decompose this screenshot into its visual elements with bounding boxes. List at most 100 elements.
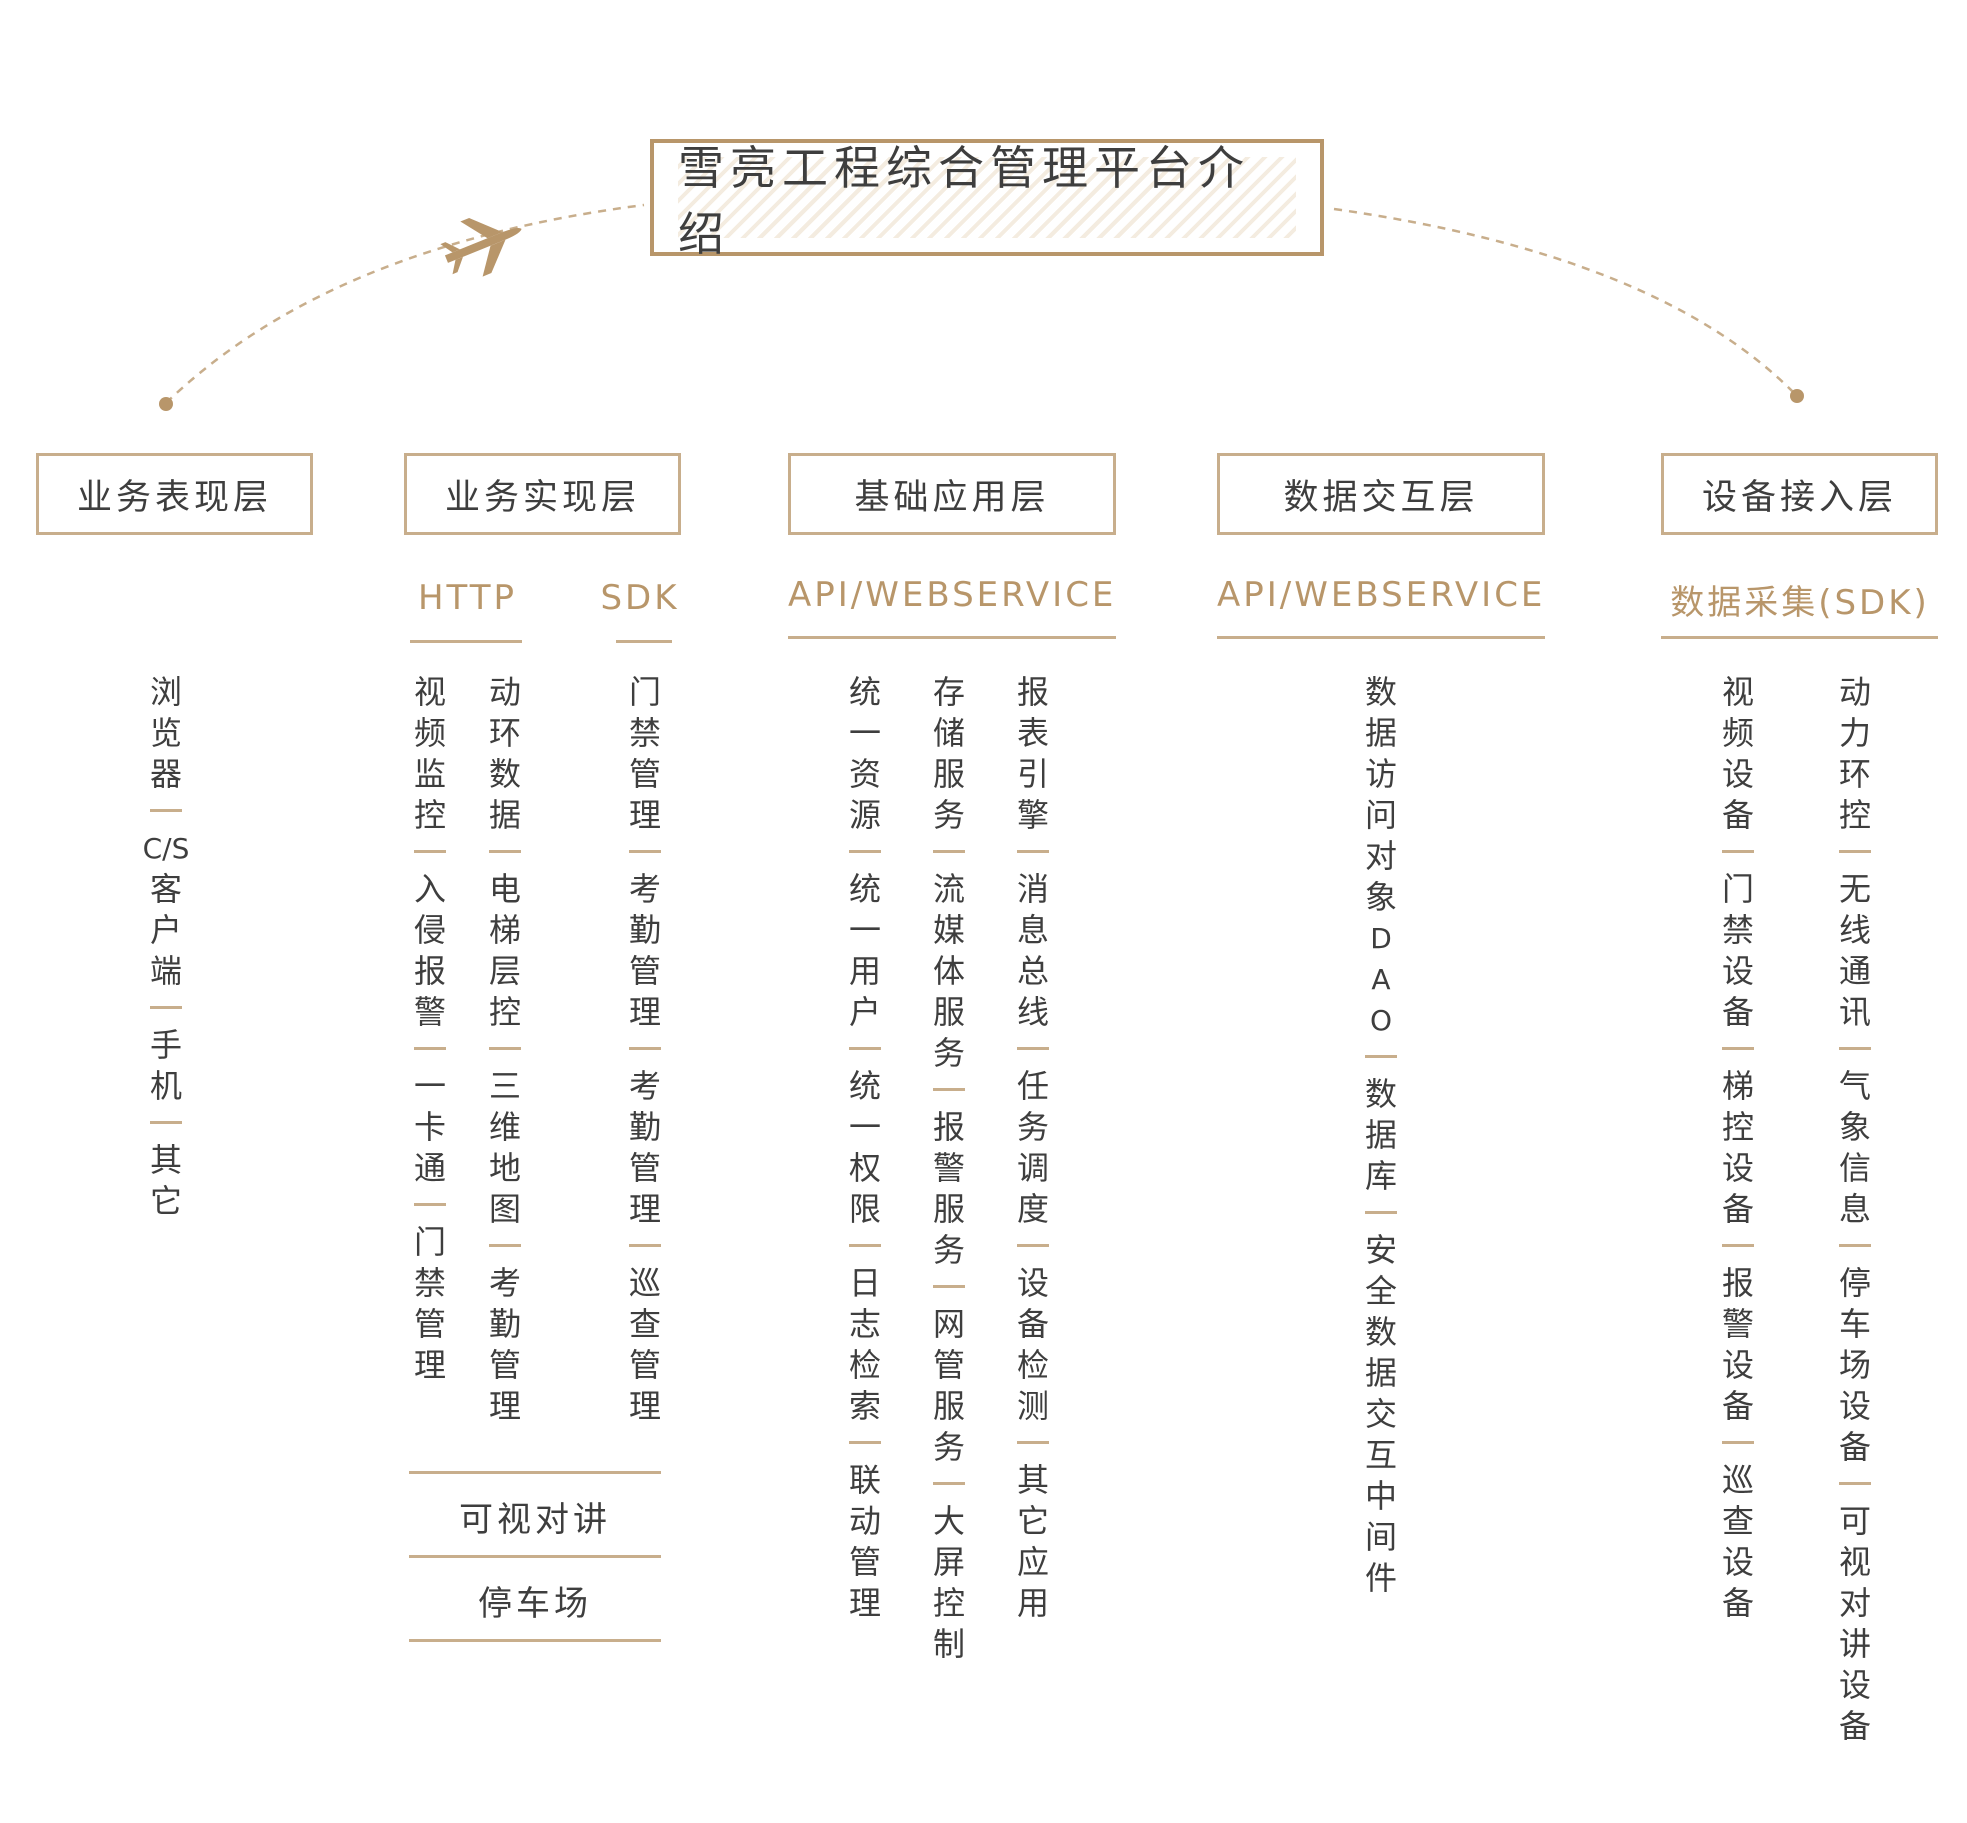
layer-presentation: 业务表现层 xyxy=(36,453,313,535)
separator xyxy=(1722,850,1754,853)
column-item: 巡查设备 xyxy=(1721,1461,1754,1622)
separator xyxy=(414,850,446,853)
column-item: 报警设备 xyxy=(1721,1264,1754,1425)
separator xyxy=(1365,1055,1397,1058)
rule-intercom-bottom xyxy=(409,1555,661,1558)
layer-base: 基础应用层 xyxy=(788,453,1116,535)
column-item: 动环数据 xyxy=(488,673,521,834)
separator xyxy=(629,1047,661,1050)
separator xyxy=(489,1244,521,1247)
row-parking: 停车场 xyxy=(478,1584,592,1624)
column-item: 视频设备 xyxy=(1721,673,1754,834)
arc-left xyxy=(165,203,645,404)
column-item: 其它应用 xyxy=(1016,1461,1049,1622)
separator xyxy=(933,850,965,853)
column-base-a: 统一资源统一用户统一权限日志检索联动管理 xyxy=(840,672,890,1624)
column-device-a: 视频设备门禁设备梯控设备报警设备巡查设备 xyxy=(1713,672,1763,1624)
column-item: 网管服务 xyxy=(932,1305,965,1466)
layer-device: 设备接入层 xyxy=(1661,453,1938,535)
rule-parking-bottom xyxy=(409,1639,661,1642)
separator xyxy=(849,1244,881,1247)
column-item: 梯控设备 xyxy=(1721,1067,1754,1228)
separator xyxy=(849,1047,881,1050)
column-item: 大屏控制 xyxy=(932,1502,965,1663)
separator xyxy=(1017,1441,1049,1444)
separator xyxy=(849,1441,881,1444)
column-item: 日志检索 xyxy=(848,1264,881,1425)
column-item: 存储服务 xyxy=(932,673,965,834)
column-item: 气象信息 xyxy=(1838,1067,1871,1228)
column-item: 可视对讲设备 xyxy=(1838,1502,1871,1745)
separator xyxy=(150,1006,182,1009)
arc-left-dot xyxy=(159,397,173,411)
column-item: 报表引擎 xyxy=(1016,673,1049,834)
column-item: 电梯层控 xyxy=(488,870,521,1031)
layer-business: 业务实现层 xyxy=(404,453,681,535)
subheader-api-data: API/WEBSERVICE xyxy=(1217,575,1546,615)
separator xyxy=(1017,1244,1049,1247)
rule-api-data xyxy=(1217,636,1545,639)
layer-data: 数据交互层 xyxy=(1217,453,1545,535)
arc-right-dot xyxy=(1790,389,1804,403)
column-item: 联动管理 xyxy=(848,1461,881,1622)
arc-right xyxy=(1333,207,1798,397)
column-item: 一卡通 xyxy=(413,1067,446,1187)
subheader-collect: 数据采集(SDK) xyxy=(1670,583,1930,623)
column-item: 门禁管理 xyxy=(413,1223,446,1384)
column-item: 手机 xyxy=(149,1026,182,1105)
page-title: 雪亮工程综合管理平台介绍 xyxy=(678,140,1250,261)
column-item: 门禁管理 xyxy=(628,673,661,834)
separator xyxy=(1017,1047,1049,1050)
separator xyxy=(1365,1211,1397,1214)
column-base-b: 存储服务流媒体服务报警服务网管服务大屏控制 xyxy=(924,672,974,1665)
separator xyxy=(1017,850,1049,853)
column-item: 消息总线 xyxy=(1016,870,1049,1031)
separator xyxy=(1839,1482,1871,1485)
separator xyxy=(489,850,521,853)
separator xyxy=(933,1088,965,1091)
separator xyxy=(150,809,182,812)
separator xyxy=(150,1121,182,1124)
column-sdk: 门禁管理考勤管理考勤管理巡查管理 xyxy=(620,672,670,1427)
separator xyxy=(414,1203,446,1206)
column-item: 动力环控 xyxy=(1838,673,1871,834)
column-item: 门禁设备 xyxy=(1721,870,1754,1031)
column-item: 统一资源 xyxy=(848,673,881,834)
rule-sdk xyxy=(616,640,672,643)
column-device-b: 动力环控无线通讯气象信息停车场设备可视对讲设备 xyxy=(1830,672,1880,1747)
separator xyxy=(1839,850,1871,853)
column-item: 视频监控 xyxy=(413,673,446,834)
column-item: 浏览器 xyxy=(149,673,182,793)
separator xyxy=(849,850,881,853)
column-item: 设备检测 xyxy=(1016,1264,1049,1425)
separator xyxy=(629,1244,661,1247)
column-item: 数据库 xyxy=(1364,1075,1397,1195)
separator xyxy=(1722,1244,1754,1247)
separator xyxy=(933,1482,965,1485)
column-item: 无线通讯 xyxy=(1838,870,1871,1031)
separator xyxy=(629,850,661,853)
separator xyxy=(414,1047,446,1050)
column-base-c: 报表引擎消息总线任务调度设备检测其它应用 xyxy=(1008,672,1058,1624)
rule-intercom-top xyxy=(409,1471,661,1474)
separator xyxy=(1839,1244,1871,1247)
column-http-b: 动环数据电梯层控三维地图考勤管理 xyxy=(480,672,530,1427)
column-item: 安全数据交互中间件 xyxy=(1364,1231,1397,1597)
rule-api-base xyxy=(788,636,1116,639)
title-box: 雪亮工程综合管理平台介绍 xyxy=(650,139,1324,261)
separator xyxy=(1722,1441,1754,1444)
column-item: 报警服务 xyxy=(932,1108,965,1269)
row-intercom: 可视对讲 xyxy=(459,1500,611,1540)
column-item: 停车场设备 xyxy=(1838,1264,1871,1466)
column-item: 任务调度 xyxy=(1016,1067,1049,1228)
airplane-icon xyxy=(440,217,522,277)
rule-collect xyxy=(1661,636,1938,639)
column-item: 统一权限 xyxy=(848,1067,881,1228)
column-item: 考勤管理 xyxy=(488,1264,521,1425)
column-http-a: 视频监控入侵报警一卡通门禁管理 xyxy=(405,672,455,1386)
